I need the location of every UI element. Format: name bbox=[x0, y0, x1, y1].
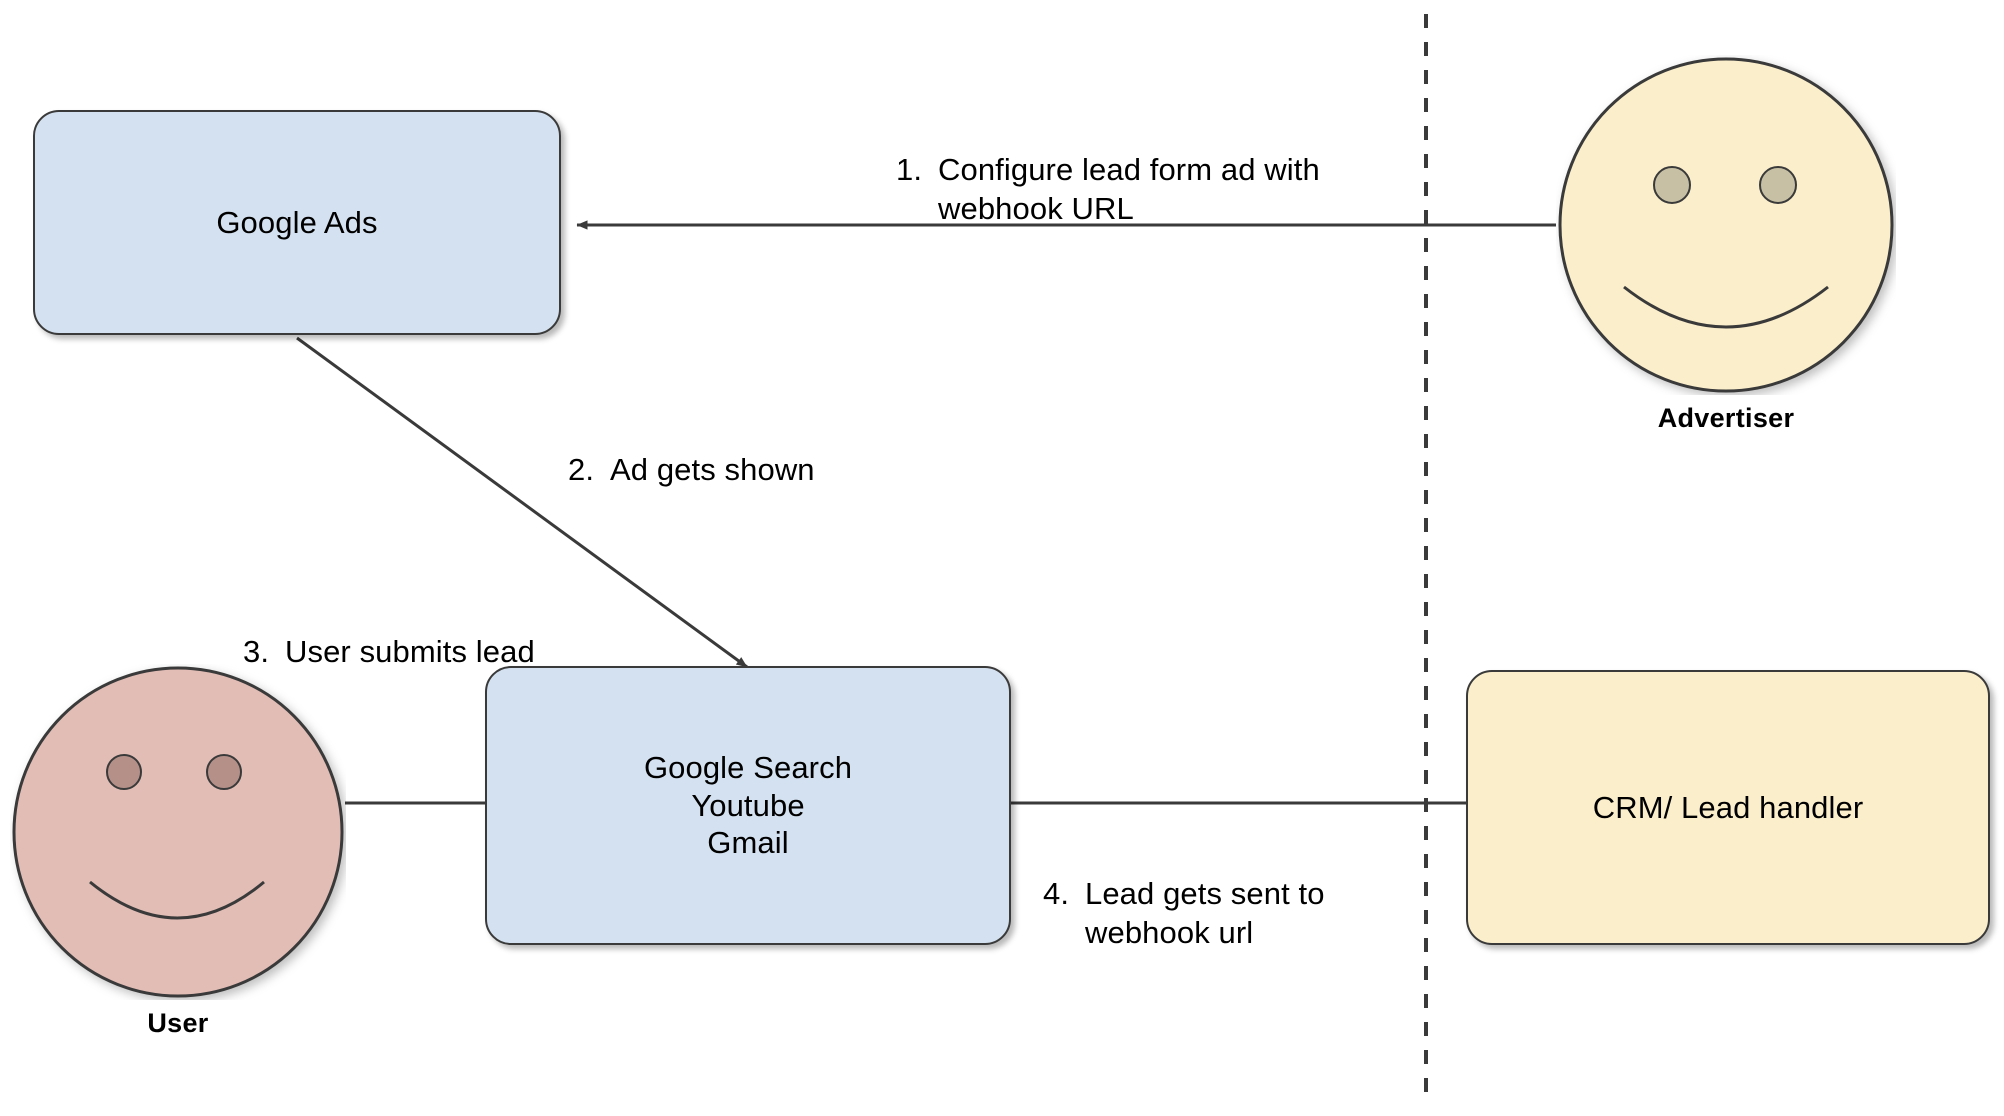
edge-label-step-1: 1. Configure lead form ad with webhook UR… bbox=[896, 110, 1396, 229]
edge-label-step-1-text: Configure lead form ad with webhook URL bbox=[938, 151, 1320, 227]
node-crm-label: CRM/ Lead handler bbox=[1592, 789, 1864, 825]
node-google-properties-label: Google Search Youtube Gmail bbox=[643, 749, 853, 861]
node-google-ads-label: Google Ads bbox=[216, 204, 378, 240]
node-advertiser-label: Advertiser bbox=[1657, 403, 1795, 433]
node-user-label: User bbox=[147, 1008, 209, 1038]
edge-label-step-1-number: 1. bbox=[896, 151, 923, 187]
node-user[interactable]: User bbox=[10, 664, 346, 1038]
edge-label-step-2-number: 2. bbox=[568, 451, 595, 487]
node-google-ads[interactable]: Google Ads bbox=[33, 110, 561, 335]
edge-label-step-3-number: 3. bbox=[243, 633, 270, 669]
node-google-properties[interactable]: Google Search Youtube Gmail bbox=[485, 666, 1011, 945]
edge-label-step-4-text: Lead gets sent to webhook url bbox=[1085, 875, 1325, 951]
edge-label-step-3: 3. User submits lead bbox=[243, 592, 643, 671]
node-crm[interactable]: CRM/ Lead handler bbox=[1466, 670, 1990, 945]
edge-label-step-4-number: 4. bbox=[1043, 875, 1070, 911]
edge-label-step-2-text: Ad gets shown bbox=[610, 451, 815, 487]
edge-label-step-2: 2. Ad gets shown bbox=[568, 410, 968, 489]
edge-label-step-3-text: User submits lead bbox=[285, 633, 535, 669]
edge-label-step-4: 4. Lead gets sent to webhook url bbox=[1043, 834, 1443, 953]
advertiser-smiley-icon bbox=[1558, 57, 1894, 393]
node-advertiser[interactable]: Advertiser bbox=[1556, 55, 1896, 433]
user-smiley-icon bbox=[12, 666, 344, 998]
